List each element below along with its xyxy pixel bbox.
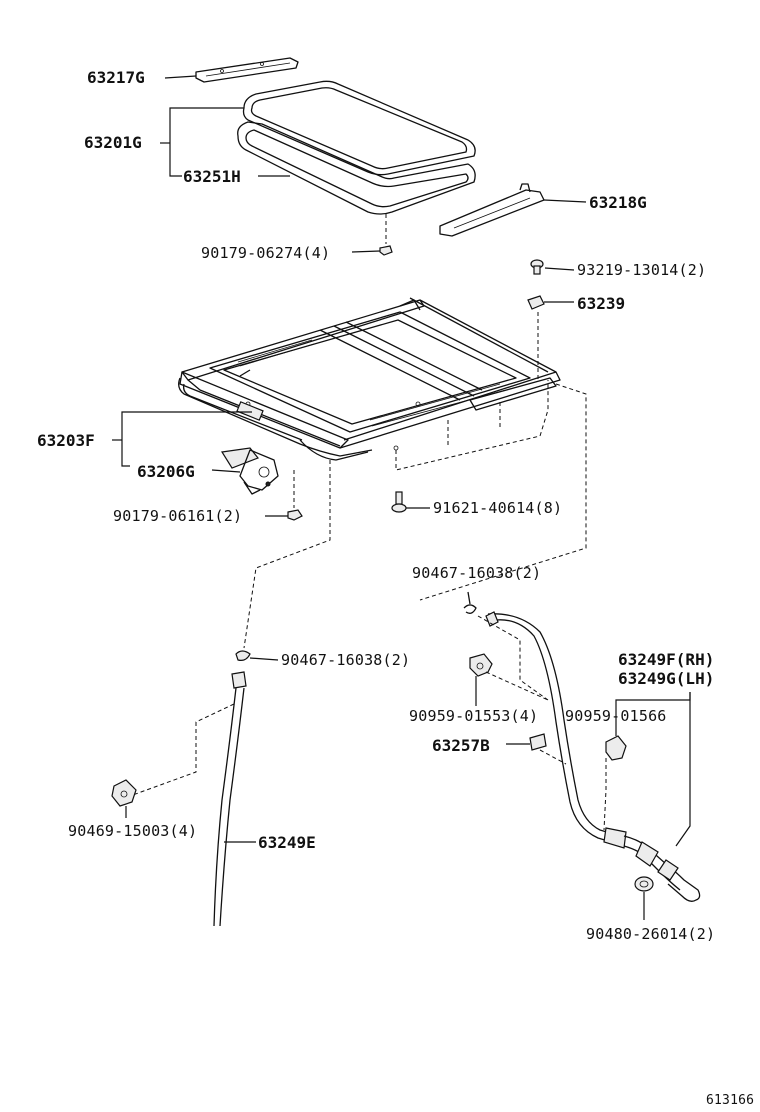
dash-90959-01566 <box>603 758 607 831</box>
leader-63203F-63206G <box>121 411 252 467</box>
part-63249F-drain-hose <box>485 611 701 902</box>
label-63239: 63239 <box>577 294 625 313</box>
part-63203F-housing <box>178 297 561 461</box>
leader-90467-16038-lh <box>249 657 279 661</box>
label-63203F: 63203F <box>37 431 95 450</box>
part-90469-15003 <box>111 779 137 807</box>
part-90467-16038-rh <box>463 591 477 614</box>
label-63201G: 63201G <box>84 133 142 152</box>
part-90959-01566 <box>605 735 627 761</box>
label-63249E: 63249E <box>258 833 316 852</box>
label-93219-13014: 93219-13014(2) <box>577 261 706 279</box>
part-90480-26014 <box>634 876 654 892</box>
part-90179-06274 <box>379 214 393 256</box>
dash-rh-hose <box>477 615 549 701</box>
part-63239 <box>527 295 545 310</box>
label-90179-06161: 90179-06161(2) <box>113 507 242 525</box>
leader-90179-06274 <box>351 250 381 253</box>
label-63249G: 63249G(LH) <box>618 669 714 688</box>
dash-frame-rh <box>419 383 587 601</box>
part-63251H-weatherstrip <box>237 121 476 215</box>
label-91621-40614: 91621-40614(8) <box>433 499 562 517</box>
label-63218G: 63218G <box>589 193 647 212</box>
part-63206G-motor <box>221 447 279 495</box>
label-63257B: 63257B <box>432 736 490 755</box>
label-90480-26014: 90480-26014(2) <box>586 925 715 943</box>
part-63201G-glass <box>242 80 476 176</box>
label-63217G: 63217G <box>87 68 145 87</box>
part-63217G <box>195 57 299 83</box>
part-63218G <box>439 183 545 237</box>
label-90959-01566: 90959-01566 <box>565 707 667 725</box>
leader-93219-13014 <box>544 267 575 271</box>
figure-id: 613166 <box>706 1093 754 1108</box>
label-63206G: 63206G <box>137 462 195 481</box>
dash-90959-01553 <box>485 671 549 701</box>
label-90959-01553: 90959-01553(4) <box>409 707 538 725</box>
part-63249E-drain-hose <box>213 671 247 927</box>
dash-frame-bolts <box>395 380 549 471</box>
dash-63257B <box>539 749 567 765</box>
leader-63218G <box>543 199 587 203</box>
part-63257B <box>529 733 547 751</box>
leader-63249F <box>675 692 691 847</box>
label-90469-15003: 90469-15003(4) <box>68 822 197 840</box>
leader-63206G <box>211 469 241 473</box>
dash-frame-lh <box>243 460 331 649</box>
label-90467-16038-lh: 90467-16038(2) <box>281 651 410 669</box>
label-90467-16038-rh: 90467-16038(2) <box>412 564 541 582</box>
part-90959-01553 <box>469 653 493 677</box>
part-91621-40614 <box>391 491 407 513</box>
leader-63217G <box>164 75 197 79</box>
label-63249F: 63249F(RH) <box>618 650 714 669</box>
label-90179-06274: 90179-06274(4) <box>201 244 330 262</box>
part-90179-06161 <box>287 509 303 521</box>
leader-90959-01566 <box>615 692 691 736</box>
part-90467-16038-lh <box>235 650 251 661</box>
label-63251H: 63251H <box>183 167 241 186</box>
leader-63201G-63251H <box>169 107 244 177</box>
dash-63249E <box>129 703 235 797</box>
part-93219-13014 <box>530 259 544 275</box>
